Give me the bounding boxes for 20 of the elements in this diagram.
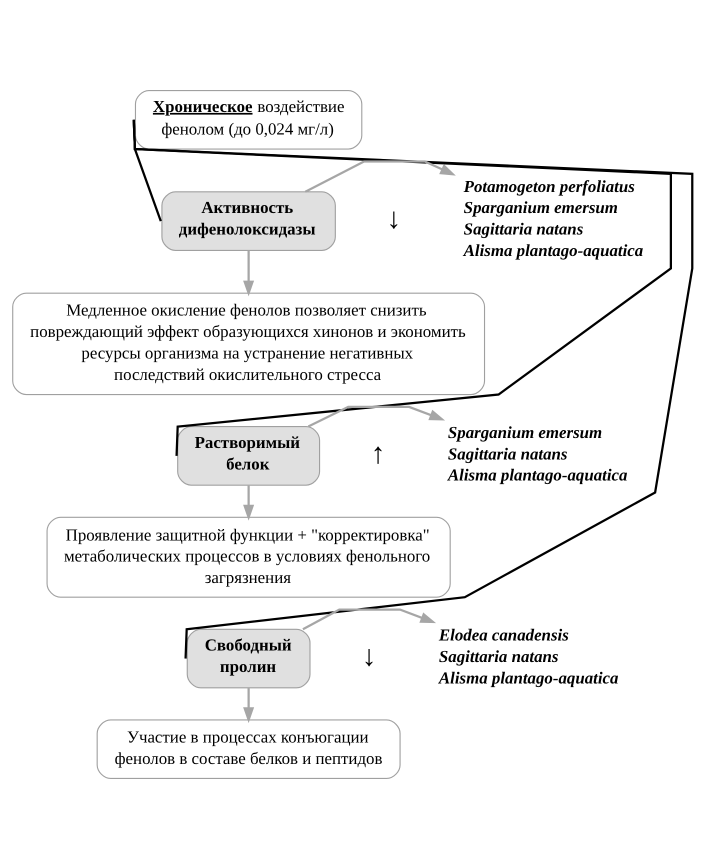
label: ↑ (370, 437, 386, 470)
node-text: Sparganium emersum Sagittaria natans Alisma plantago-aquatica (448, 422, 628, 484)
arrow (308, 405, 446, 428)
node-box: Хроническое воздействие фенолом (до 0,024 мг/л) (134, 89, 362, 150)
arrow (302, 608, 436, 630)
node-box: Активность дифенолоксидазы (161, 190, 336, 250)
node-box: Растворимый белок (177, 426, 320, 486)
arrow (243, 485, 254, 520)
label: ↓ (362, 640, 376, 672)
arrow (243, 688, 254, 723)
arrow (304, 160, 456, 192)
node-text: Elodea canadensis Sagittaria natans Alisma plantago-aquatica (438, 625, 618, 687)
node-box: Свободный пролин (186, 628, 311, 688)
node-box: Проявление защитной функции + "корректировка" метаболических процессов в условиях фенольного загрязнения (46, 516, 451, 598)
node-box: Медленное окисление фенолов позволяет снизить повреждающий эффект образующихся хинонов и экономить ресурсы организма на устранение негативных последствий окислительного стресса (12, 292, 486, 395)
connector (132, 119, 694, 658)
node-text: Potamogeton perfoliatus Sparganium emersum Sagittaria natans Alisma plantago-aquatica (464, 176, 644, 260)
node-box: Участие в процессах конъюгации фенолов в составе белков и пептидов (96, 718, 401, 779)
arrow (243, 250, 254, 296)
label: ↓ (386, 202, 402, 235)
